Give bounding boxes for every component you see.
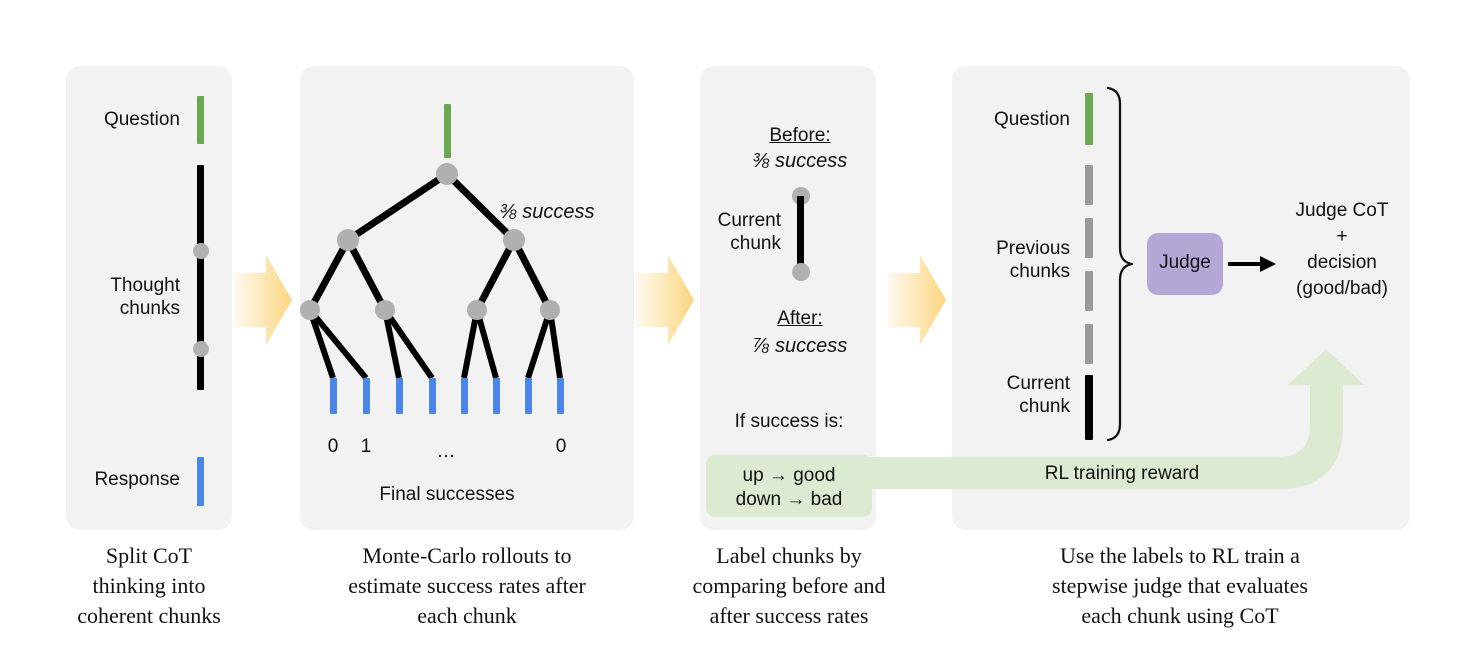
panel2-node-l3-a [300,300,320,320]
panel2-node-l2-b [503,229,525,251]
panel1-question-bar [197,96,204,144]
panel3-if-success-label: If success is: [734,411,844,432]
panel-split-cot [66,66,232,530]
panel2-final-successes-label: Final successes [379,484,515,505]
panel2-node-root [436,163,458,185]
panel3-node-after [792,263,810,281]
panel3-caption: Label chunks by comparing before and aft… [692,543,886,628]
panel1-response-label: Response [94,469,180,490]
panel4-rl-reward-label: RL training reward [1044,463,1200,484]
panel2-node-l3-c [467,300,487,320]
panel2-leaf-bar-2 [363,378,370,414]
panel3-before-heading: Before: [769,125,831,146]
panel-monte-carlo [300,66,634,530]
panel4-prev-chunk-seg-4 [1085,324,1093,364]
panel3-after-heading: After: [777,308,823,329]
panel4-caption: Use the labels to RL train a stepwise ju… [1052,543,1308,628]
panel3-current-chunk-label: Current chunk [717,210,781,254]
panel2-leaf-label-ellipsis: … [436,441,456,462]
panel2-leaf-bar-1 [330,378,337,414]
panel4-question-label: Question [993,109,1070,130]
panel4-prev-chunk-seg-1 [1085,165,1093,205]
panel2-leaf-bar-6 [493,378,500,414]
panel1-response-bar [197,457,204,506]
panel2-leaf-label-1: 0 [327,436,339,457]
panel4-judge-output-label: Judge CoT + decision (good/bad) [1295,200,1389,299]
panel4-question-bar [1085,93,1093,145]
panel1-chunk-node-1 [193,243,209,259]
panel2-root-question-bar [444,104,451,158]
panel3-current-chunk-bar [797,196,804,272]
panel3-before-value: ⅜ success [752,150,848,172]
panel2-success-rate-label: ⅜ success [500,201,595,223]
panel4-prev-chunk-seg-2 [1085,218,1093,258]
panel1-chunk-node-2 [193,341,209,357]
panel4-judge-label: Judge [1159,252,1211,273]
panel2-node-l3-b [375,300,395,320]
panel2-leaf-bar-8 [557,378,564,414]
panel4-judge-box[interactable]: Judge [1147,233,1223,295]
panel4-prev-chunk-seg-3 [1085,271,1093,311]
panel2-leaf-bar-7 [525,378,532,414]
panel1-question-label: Question [103,109,180,130]
panel-label-chunks [700,66,876,530]
panel1-caption: Split CoT thinking into coherent chunks [77,543,221,628]
panel2-leaf-bar-4 [429,378,436,414]
panel1-thought-chunks-label: Thought chunks [110,275,180,319]
panel4-current-chunk-bar [1085,375,1093,440]
panel1-thought-bar [197,165,204,390]
panel3-decision-box: up → good down → bad [706,455,872,517]
panel2-leaf-bar-3 [396,378,403,414]
panel4-previous-chunks-label: Previous chunks [996,238,1070,282]
panel2-node-l2-a [337,229,359,251]
panel3-after-value: ⅞ success [752,335,848,357]
panel2-leaf-bar-5 [461,378,468,414]
panel4-current-chunk-label: Current chunk [1006,373,1070,417]
panel2-caption: Monte-Carlo rollouts to estimate success… [348,543,586,628]
panel2-leaf-label-4: 0 [555,436,567,457]
panel2-leaf-label-2: 1 [360,436,372,457]
panel2-node-l3-d [540,300,560,320]
panel3-decision-rules: up → good down → bad [735,465,843,510]
